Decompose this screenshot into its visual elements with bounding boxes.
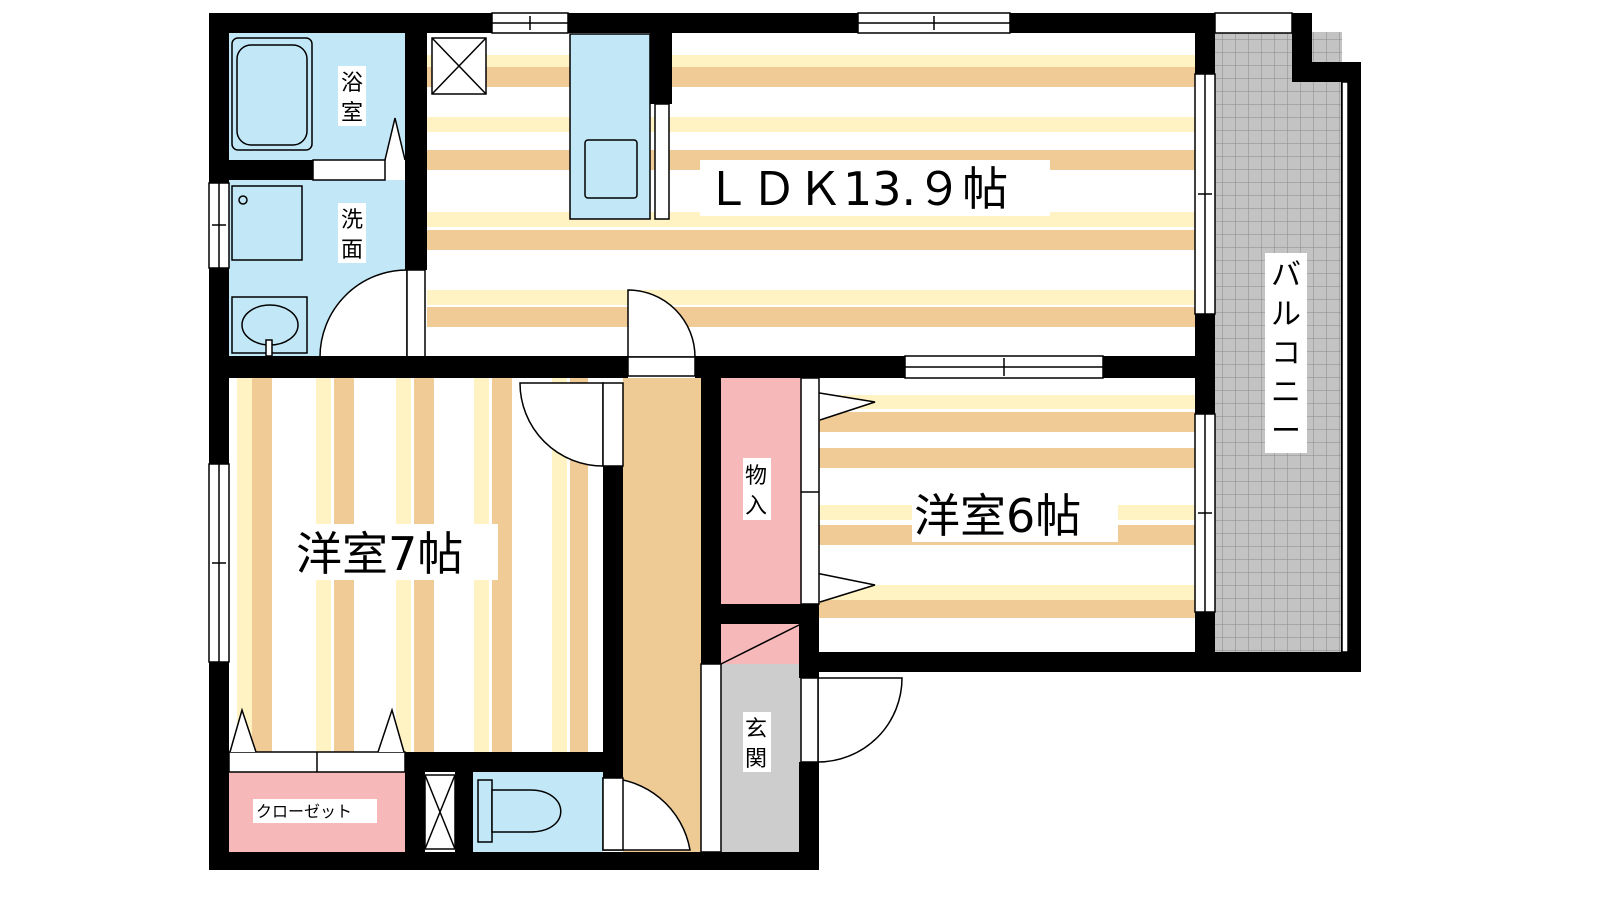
ldk-door-swing	[627, 289, 696, 358]
balcony-label-1: バ	[1271, 258, 1301, 293]
doors	[319, 269, 903, 851]
western6-label: 洋室6帖	[914, 489, 1081, 543]
storage-label-2: 入	[745, 494, 767, 519]
entrance-label-2: 関	[745, 747, 767, 772]
fixtures	[228, 33, 876, 850]
entrance-door-swing	[817, 677, 903, 763]
balcony-label-3: コ	[1271, 336, 1301, 371]
windows	[208, 12, 1349, 663]
labels: ＬＤＫ13.９帖 洋室7帖 洋室6帖 浴 室 洗 面 物 入 玄 関 バ ル コ…	[253, 66, 1307, 823]
washroom-label-2: 面	[341, 238, 363, 263]
balcony-label-5: ー	[1271, 414, 1301, 449]
bath-door-swing	[384, 117, 406, 161]
corridor-floor	[623, 378, 701, 852]
toilet-bowl	[477, 779, 493, 843]
washroom-label-1: 洗	[341, 208, 363, 233]
walls	[209, 13, 1361, 870]
bath-label-1: 浴	[341, 71, 363, 96]
western7-label: 洋室7帖	[296, 527, 463, 581]
balcony-label-4: ニ	[1271, 375, 1301, 410]
entrance-label-1: 玄	[745, 717, 767, 742]
balcony-rail	[1341, 81, 1349, 653]
closet-label: クローゼット	[256, 802, 352, 821]
kitchen-sink	[584, 139, 638, 199]
balcony-label-2: ル	[1271, 297, 1301, 332]
ldk-label: ＬＤＫ13.９帖	[705, 162, 1008, 216]
storage-label-1: 物	[745, 464, 767, 489]
window-balcony-top	[1214, 12, 1293, 34]
washroom-door-swing	[319, 269, 408, 358]
bath-label-2: 室	[341, 101, 363, 126]
washing-machine	[231, 185, 303, 261]
